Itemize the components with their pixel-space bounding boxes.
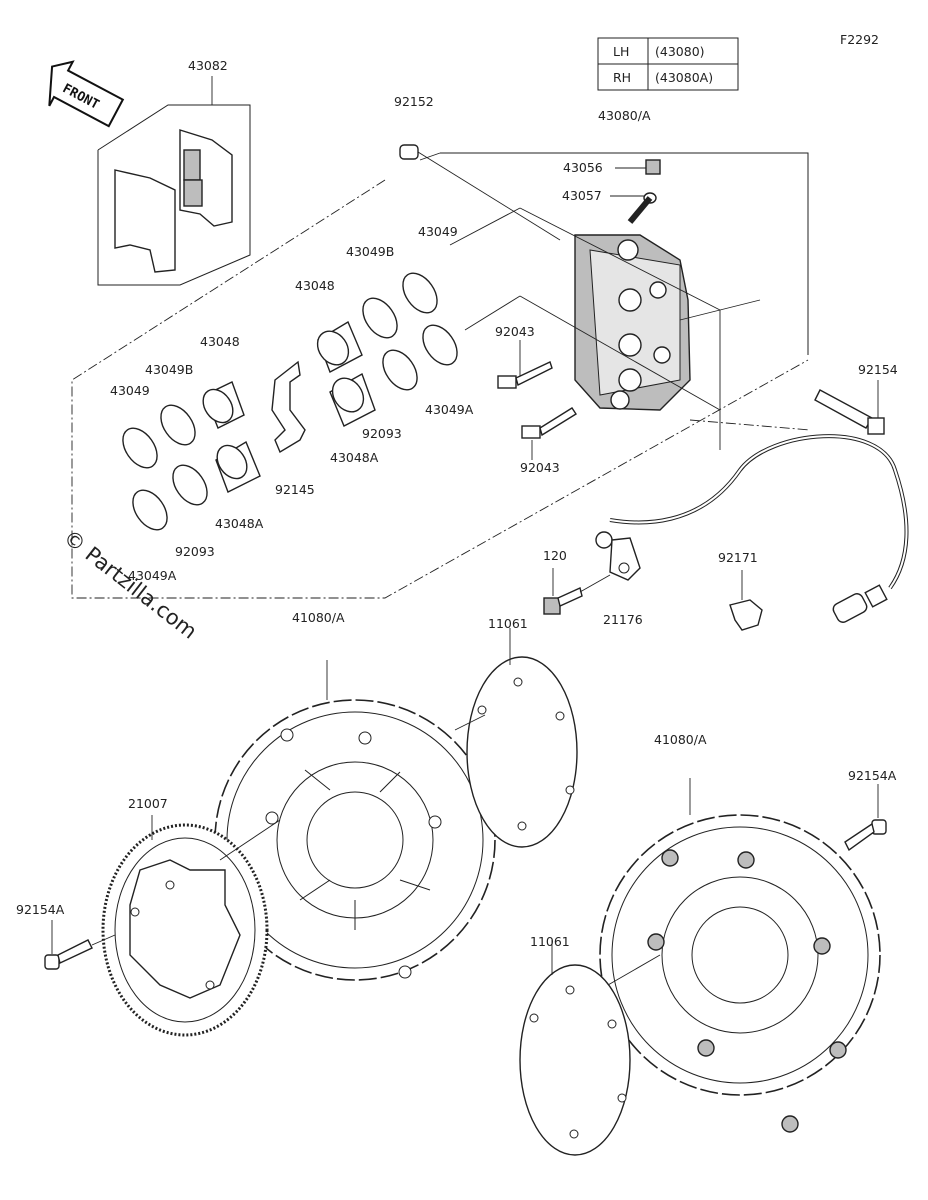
callout-43049-a: 43049 <box>418 224 458 239</box>
callout-43048-b: 43048 <box>200 334 240 349</box>
callout-11061-b: 11061 <box>530 934 570 949</box>
caliper-bolt-upper <box>497 340 553 389</box>
callout-41080a-a: 41080/A <box>292 610 345 625</box>
pad-spring <box>271 360 306 454</box>
pistons-seals-group-left <box>122 381 261 531</box>
abs-tone-ring <box>101 815 281 1037</box>
callout-43048a-b: 43048A <box>215 516 264 531</box>
bleeder-parts <box>610 159 661 224</box>
caliper-leaders <box>449 207 811 450</box>
sensor-bracket <box>609 537 641 581</box>
side-table-lh: LH <box>613 44 629 59</box>
fitting-92152 <box>399 144 561 241</box>
caliper-assembly-outline <box>71 152 809 599</box>
callout-92154: 92154 <box>858 362 898 377</box>
watermark: © Partzilla.com <box>59 525 201 644</box>
callout-43080a: 43080/A <box>598 108 651 123</box>
callout-120: 120 <box>543 548 567 563</box>
callout-11061-a: 11061 <box>488 616 528 631</box>
callout-92093-a: 92093 <box>362 426 402 441</box>
callout-92145: 92145 <box>275 482 315 497</box>
callout-92043-a: 92043 <box>495 324 535 339</box>
callout-92154a-a: 92154A <box>848 768 897 783</box>
callout-43048-a: 43048 <box>295 278 335 293</box>
callout-92093-b: 92093 <box>175 544 215 559</box>
side-table-rh: RH <box>613 70 631 85</box>
callout-43049-b: 43049 <box>110 383 150 398</box>
disc-bolt-right <box>844 784 887 852</box>
abs-sensor-wire <box>595 434 909 623</box>
brake-disc-right <box>599 778 881 1133</box>
bolt-120 <box>543 568 611 615</box>
callout-43082: 43082 <box>188 58 228 73</box>
callout-43049b-b: 43049B <box>145 362 193 377</box>
callout-21007: 21007 <box>128 796 168 811</box>
callout-43057: 43057 <box>562 188 602 203</box>
front-arrow-icon: FRONT <box>48 60 125 128</box>
disc-bolt-left <box>44 920 116 970</box>
callout-43049a-b: 43049A <box>128 568 177 583</box>
side-table-lh-part: (43080) <box>655 44 705 59</box>
pistons-seals-group-right <box>316 272 458 427</box>
callout-43048a-a: 43048A <box>330 450 379 465</box>
brake-pad-set <box>97 76 251 286</box>
callout-92154a-b: 92154A <box>16 902 65 917</box>
caliper-mount-bolt <box>814 380 885 435</box>
brake-disc-left <box>214 660 496 981</box>
brake-caliper <box>574 234 691 411</box>
callout-labels: 43082 92152 43080/A 43056 43057 43049 43… <box>16 58 898 949</box>
callout-21176: 21176 <box>603 612 643 627</box>
callout-92171: 92171 <box>718 550 758 565</box>
side-table-rh-part: (43080A) <box>655 70 713 85</box>
callout-43056: 43056 <box>563 160 603 175</box>
gasket-right <box>519 940 661 1156</box>
wire-clip <box>729 570 763 631</box>
callout-43049b-a: 43049B <box>346 244 394 259</box>
callout-92152: 92152 <box>394 94 434 109</box>
callout-92043-b: 92043 <box>520 460 560 475</box>
side-table: LH (43080) RH (43080A) <box>597 37 739 91</box>
figure-code: F2292 <box>840 32 879 47</box>
caliper-bolt-lower <box>521 407 577 460</box>
callout-43049a-a: 43049A <box>425 402 474 417</box>
callout-41080a-b: 41080/A <box>654 732 707 747</box>
gasket-left <box>454 628 578 848</box>
